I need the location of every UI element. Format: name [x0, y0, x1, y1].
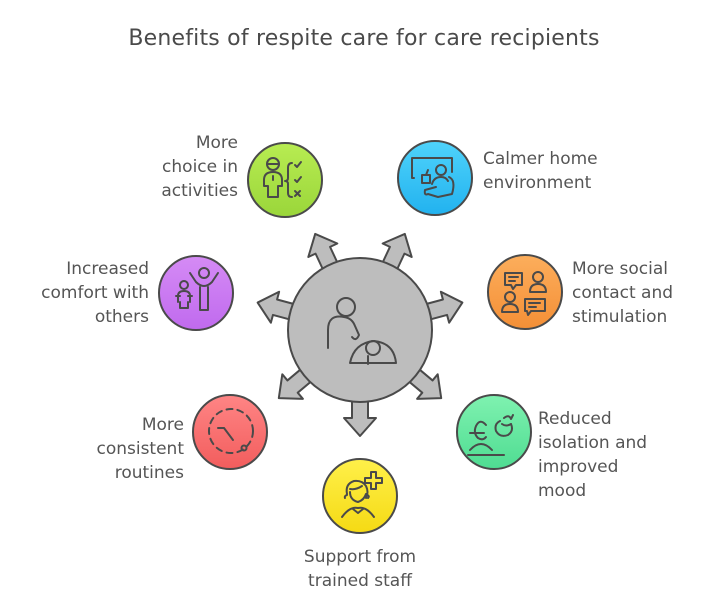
benefit-label-calmer: Calmer home environment: [483, 149, 598, 193]
benefit-label-choice: More choice in activities: [161, 133, 238, 201]
clock-routine-icon: [208, 408, 254, 454]
benefit-label-staff: Support from trained staff: [303, 547, 417, 591]
benefit-circle-calmer: [397, 140, 473, 216]
caregiver-with-child-icon: [327, 297, 397, 365]
benefit-circle-social: [487, 254, 563, 330]
benefit-label-routines: More consistent routines: [96, 415, 184, 483]
benefit-circle-routines: [192, 394, 268, 470]
adult-child-playing-icon: [175, 267, 219, 311]
benefit-label-isolation: Reduced isolation and improved mood: [538, 409, 648, 501]
nurse-plus-icon: [341, 471, 383, 518]
benefit-circle-choice: [247, 142, 323, 218]
central-hub: [256, 232, 464, 437]
benefit-label-comfort: Increased comfort with others: [41, 259, 149, 327]
diagram-title: Benefits of respite care for care recipi…: [128, 26, 600, 51]
person-relaxing-tv-icon: [411, 157, 455, 198]
benefit-circle-isolation: [456, 394, 532, 470]
benefit-circle-staff: [322, 458, 398, 534]
person-checklist-icon: [263, 157, 302, 198]
benefit-circle-comfort: [158, 255, 234, 331]
benefit-label-social: More social contact and stimulation: [572, 259, 674, 327]
people-conversation-icon: [501, 271, 547, 316]
mood-improve-icon: [467, 414, 514, 456]
